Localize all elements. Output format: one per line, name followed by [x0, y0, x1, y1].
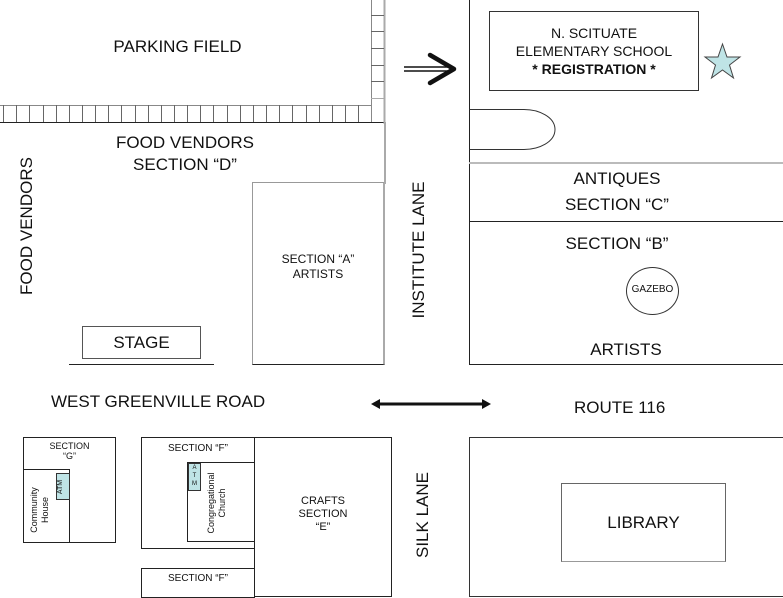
gazebo-label: GAZEBO — [631, 284, 674, 295]
atm-label: ATM — [57, 479, 64, 495]
parking-field-label: PARKING FIELD — [113, 37, 242, 56]
section-b-bottom-edge — [469, 364, 783, 365]
section-a-artists[interactable]: SECTION “A” ARTISTS — [252, 182, 385, 365]
section-b-footer: ARTISTS — [590, 340, 662, 359]
school-building[interactable]: N. SCITUATE ELEMENTARY SCHOOL * REGISTRA… — [489, 11, 699, 91]
institute-lane-west-edge — [384, 122, 386, 184]
double-arrow-right-icon — [404, 52, 457, 86]
section-c-line1: ANTIQUES — [573, 169, 661, 188]
double-headed-arrow-icon — [371, 399, 491, 409]
parking-grid-horizontal — [0, 0, 386, 124]
library[interactable]: LIBRARY — [561, 483, 726, 562]
crafts-line2: SECTION — [298, 508, 348, 520]
institute-lane-label[interactable]: INSTITUTE LANE — [409, 181, 428, 319]
food-vendors-section-d[interactable]: FOOD VENDORS SECTION “D” — [90, 131, 280, 181]
community-house[interactable]: Community House — [23, 469, 70, 543]
section-g-line2: “G” — [63, 451, 76, 461]
church-line1: Congregational — [206, 472, 216, 534]
food-vendors-side-label[interactable]: FOOD VENDORS — [17, 157, 36, 295]
community-house-label: Community House — [29, 475, 53, 545]
community-house-line2: House — [40, 497, 50, 524]
church-line2: Church — [217, 488, 227, 518]
school-name-line2: ELEMENTARY SCHOOL — [515, 43, 673, 59]
section-b-title: SECTION “B” — [565, 234, 669, 253]
driveway-loop — [469, 109, 556, 150]
section-g-line1: SECTION — [49, 441, 90, 451]
section-b-artists[interactable]: SECTION “B” GAZEBO ARTISTS — [469, 222, 783, 365]
section-f-bottom-label: SECTION “F” — [168, 573, 228, 584]
silk-lane-label[interactable]: SILK LANE — [413, 472, 432, 558]
antiques-top-edge — [469, 162, 783, 164]
food-vendors-d-line2: SECTION “D” — [133, 155, 237, 174]
church-label: Congregational Church — [206, 463, 230, 543]
section-f-bottom[interactable]: SECTION “F” — [141, 568, 255, 598]
food-vendors-d-line1: FOOD VENDORS — [116, 133, 254, 152]
crafts-section-e[interactable]: CRAFTS SECTION “E” — [254, 437, 392, 597]
crafts-line1: CRAFTS — [301, 495, 345, 507]
stage-label: STAGE — [113, 333, 170, 352]
atm-letter-t: T — [192, 473, 197, 479]
route-116-label[interactable]: ROUTE 116 — [574, 398, 666, 417]
section-a-line2: ARTISTS — [292, 267, 344, 281]
star-icon — [703, 42, 742, 80]
community-house-line1: Community — [29, 487, 39, 533]
stage[interactable]: STAGE — [82, 326, 201, 359]
section-c-line2: SECTION “C” — [565, 195, 669, 214]
school-block-left-edge — [469, 0, 470, 365]
gazebo[interactable]: GAZEBO — [626, 267, 679, 315]
atm-community-house[interactable]: ATM — [56, 473, 70, 500]
crafts-line3: “E” — [315, 521, 331, 533]
atm-letter-m: M — [192, 481, 197, 487]
registration-label: * REGISTRATION * — [532, 61, 656, 77]
atm-church[interactable]: A T M — [188, 463, 201, 491]
parking-field: PARKING FIELD — [0, 0, 371, 105]
stage-front-line — [69, 364, 214, 365]
section-c-bottom-edge — [469, 221, 783, 222]
atm-letter-a: A — [192, 465, 197, 471]
library-label: LIBRARY — [607, 513, 680, 532]
section-c-antiques[interactable]: ANTIQUES SECTION “C” — [469, 163, 783, 221]
section-f-top-label: SECTION “F” — [168, 443, 228, 454]
school-name-line1: N. SCITUATE — [550, 25, 638, 41]
west-greenville-road-label[interactable]: WEST GREENVILLE ROAD — [51, 392, 266, 411]
section-a-line1: SECTION “A” — [281, 252, 355, 266]
